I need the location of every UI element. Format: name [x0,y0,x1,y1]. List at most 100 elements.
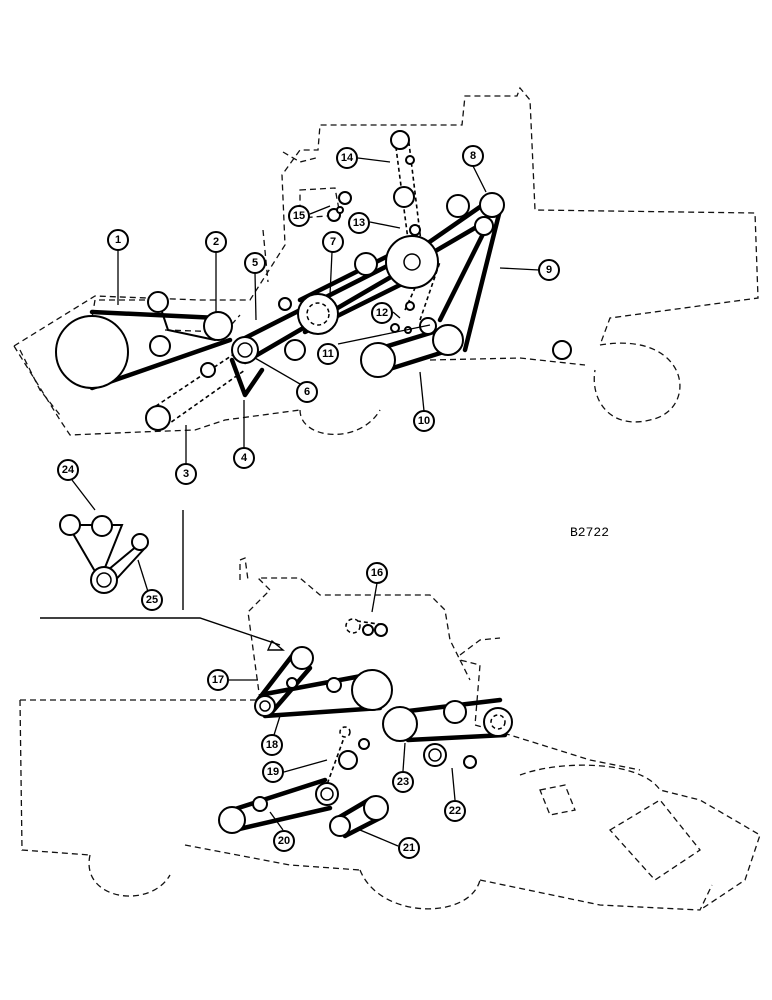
svg-text:12: 12 [376,307,388,319]
inset-belts [59,479,151,599]
pulley [463,755,477,769]
svg-text:17: 17 [212,674,224,686]
svg-text:10: 10 [418,415,430,427]
section-divider [40,510,285,651]
belt-9b [437,227,488,323]
pulley [200,362,216,378]
pulley [360,342,396,378]
callout-19: 19 [262,761,284,783]
belt-20b [232,805,333,833]
callout-7: 7 [322,231,344,253]
callout-16: 16 [366,562,388,584]
pulley [338,750,358,770]
callout-17: 17 [207,669,229,691]
belt-18b [262,705,383,719]
callout-6: 6 [296,381,318,403]
pulley [358,738,370,750]
pulley-15b [338,191,352,205]
svg-text:1: 1 [115,234,121,246]
callout-3: 3 [175,463,197,485]
belt-main-lower [242,222,483,365]
pulley-6 [231,336,259,364]
pulley-2 [203,311,233,341]
svg-text:9: 9 [546,264,552,276]
pulley [443,700,467,724]
callout-8: 8 [462,145,484,167]
pulley [339,726,351,738]
belt-3 [149,349,241,411]
callout-15: 15 [288,205,310,227]
callout-11: 11 [317,343,339,365]
pulley [286,677,298,689]
top-pulleys [55,130,572,431]
svg-text:25: 25 [146,594,158,606]
pulley-20b [315,782,339,806]
callout-21: 21 [398,837,420,859]
pulley [474,216,494,236]
svg-text:14: 14 [341,152,354,164]
callout-12: 12 [371,302,393,324]
pulley-22 [423,743,447,767]
callout-13: 13 [348,212,370,234]
pulley-7-hub [306,302,330,326]
callout-4: 4 [233,447,255,469]
pulley-8 [479,192,505,218]
pulley [278,297,292,311]
svg-text:20: 20 [278,835,290,847]
pulley [354,252,378,276]
callout-1: 1 [107,229,129,251]
pulley [405,301,415,311]
pulley [390,130,410,150]
svg-text:22: 22 [449,805,461,817]
pulley [432,324,464,356]
pulley [390,323,400,333]
pulley [329,815,351,837]
pulley [290,646,314,670]
svg-text:7: 7 [330,236,336,248]
pulley [90,566,118,594]
svg-text:6: 6 [304,386,310,398]
pulley-13-hub [403,253,421,271]
pulley-13 [385,235,439,289]
bottom-machine-outline [19,557,761,911]
belt-1 [89,309,221,321]
svg-text:5: 5 [252,257,258,269]
svg-text:18: 18 [266,739,278,751]
callout-14: 14 [336,147,358,169]
callout-18: 18 [261,734,283,756]
pulley [252,796,268,812]
pulley [326,677,342,693]
belt-23b [405,732,508,743]
pulley-hub [490,714,506,730]
belt-18 [262,671,375,697]
callout-10: 10 [413,410,435,432]
pulley [147,291,169,313]
pulley-22-hub [428,748,442,762]
belt-19 [324,734,346,791]
pulley-16c [374,623,388,637]
pulley-16b [362,624,374,636]
svg-text:19: 19 [267,766,279,778]
pulley-3 [145,405,171,431]
svg-text:21: 21 [403,842,415,854]
pulley-21 [363,795,389,821]
svg-text:23: 23 [397,776,409,788]
callout-2: 2 [205,231,227,253]
pulley-17-hub [259,700,271,712]
header-drum-pulley [55,315,129,389]
pulley-17 [254,695,276,717]
callouts: 1 2 3 4 5 6 7 8 9 10 11 12 13 14 15 16 1… [57,145,560,859]
bracket-4 [229,357,265,398]
top-leaders [117,157,540,464]
belt-20 [229,777,328,813]
pulley [91,515,113,537]
pulley [131,533,149,551]
svg-text:4: 4 [241,452,248,464]
svg-text:8: 8 [470,150,476,162]
pulley-hub [96,572,112,588]
pulley-23 [382,706,418,742]
pulley [552,340,572,360]
reference-code: B2722 [570,525,609,540]
pulley [284,339,306,361]
